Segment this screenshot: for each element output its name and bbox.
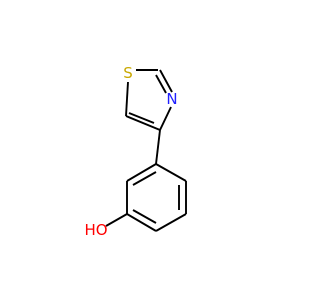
benzene-ring: [126, 163, 187, 232]
bond-ring-3: [155, 213, 187, 232]
bond-c4-c5-double: [128, 112, 155, 124]
bond-c2-n-double: [155, 74, 167, 94]
bond-ring-4-double: [132, 209, 157, 224]
bond-c4-phenyl: [155, 129, 161, 165]
bond-c5-s: [125, 81, 129, 117]
bond-c-oh: [105, 213, 128, 227]
hydroxyl-atom-label: HO: [84, 221, 107, 239]
molecule-structure: S N HO: [0, 0, 300, 300]
bond-c2-n: [159, 69, 173, 93]
background: [0, 0, 300, 300]
bond-ring-1: [155, 163, 187, 182]
sulfur-atom-label: S: [123, 64, 133, 82]
bond-ring-6-double: [132, 171, 157, 186]
bond-ring-6: [126, 163, 157, 182]
thiazole-ring: [125, 69, 173, 131]
bond-n-c4: [159, 106, 172, 131]
bond-ring-4: [126, 213, 157, 232]
bond-c4-c5: [125, 115, 161, 131]
nitrogen-atom-label: N: [166, 90, 177, 108]
